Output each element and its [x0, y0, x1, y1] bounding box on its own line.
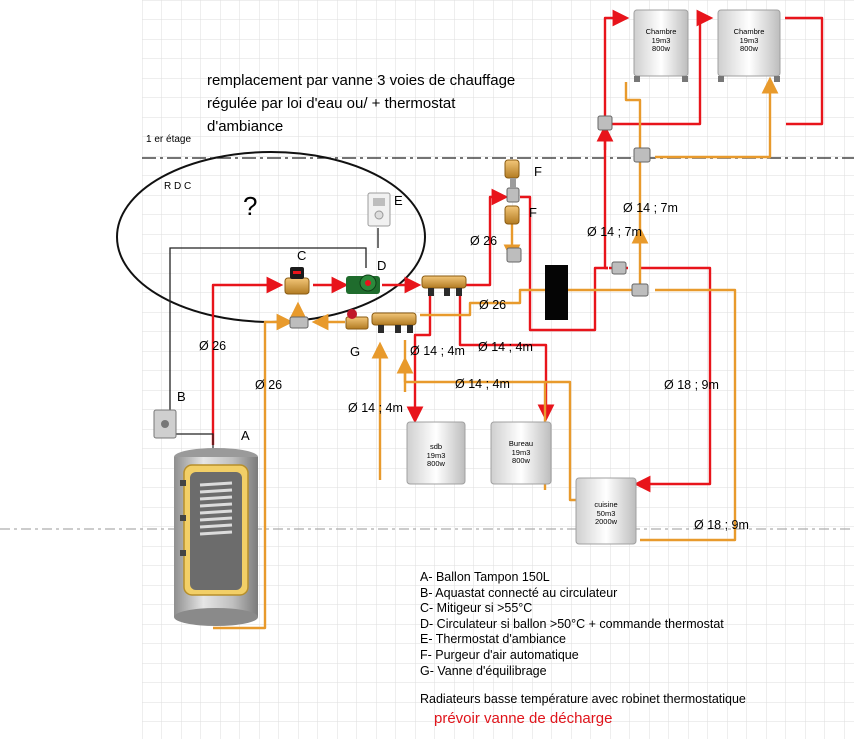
- radiator-volume: 50m3: [596, 508, 616, 518]
- label-B: B: [177, 389, 186, 404]
- return-valve: [289, 316, 309, 329]
- pipe-return-chambre1: [624, 82, 642, 150]
- radiator-room: sdb: [429, 442, 443, 451]
- radiator-room: Bureau: [508, 439, 534, 448]
- radiator-label-chambre-1: Chambre 19m3 800w: [641, 27, 681, 54]
- footer-note: Radiateurs basse température avec robine…: [420, 692, 746, 706]
- tank-coil: [199, 481, 233, 536]
- radiator-volume: 19m3: [651, 35, 671, 45]
- circulator-pump: [346, 274, 380, 294]
- radiator-power: 2000w: [594, 517, 618, 526]
- balancing-valve: [345, 309, 369, 330]
- legend: A- Ballon Tampon 150L B- Aquastat connec…: [420, 570, 724, 679]
- dim-d14-7m-a: Ø 14 ; 7m: [623, 201, 678, 215]
- dim-d18-9m-a: Ø 18 ; 9m: [664, 378, 719, 392]
- pipe-to-chambre2: [610, 9, 714, 126]
- radiator-bureau: [490, 421, 552, 485]
- mixing-valve: [284, 267, 310, 295]
- pipe-return-main: [420, 288, 641, 317]
- radiator-room: Chambre: [733, 27, 765, 36]
- riser-valves: [597, 115, 651, 297]
- title-line-1: remplacement par vanne 3 voies de chauff…: [207, 72, 516, 89]
- pipe-return-chambre2: [655, 76, 779, 159]
- radiator-chambre-2: [717, 9, 781, 82]
- label-F1: F: [534, 164, 542, 179]
- label-D: D: [377, 258, 387, 273]
- label-G: G: [350, 344, 361, 359]
- pipe-to-sdb: [406, 290, 432, 424]
- radiator-power: 800w: [512, 456, 530, 465]
- legend-item: D- Circulateur si ballon >50°C + command…: [420, 616, 724, 631]
- label-C: C: [297, 248, 307, 263]
- label-A: A: [241, 428, 250, 443]
- dim-d26-top: Ø 26: [470, 234, 498, 248]
- radiator-label-cuisine: cuisine 50m3 2000w: [586, 500, 626, 527]
- floor-label-upper: 1 er étage: [146, 134, 192, 145]
- aquastat-wire: [169, 247, 367, 410]
- dim-d18-9m-b: Ø 18 ; 9m: [694, 518, 749, 532]
- pipe-collector-to-top: [465, 188, 509, 287]
- legend-item: C- Mitigeur si >55°C: [420, 601, 533, 616]
- radiator-label-bureau: Bureau 19m3 800w: [501, 439, 541, 466]
- pipe-to-cuisine: [633, 266, 712, 493]
- radiator-volume: 19m3: [739, 35, 759, 45]
- pipe-top-loop: [520, 195, 608, 332]
- legend-item: A- Ballon Tampon 150L: [420, 570, 550, 584]
- pipe-to-chambre1: [603, 9, 630, 118]
- radiator-cuisine: [575, 477, 637, 545]
- radiator-power: 800w: [652, 44, 670, 53]
- title-line-2: régulée par loi d'eau ou/ + thermostat: [207, 95, 456, 112]
- radiator-power: 800w: [740, 44, 758, 53]
- supply-pipes: [211, 9, 824, 493]
- radiator-power: 800w: [427, 459, 445, 468]
- label-E: E: [394, 193, 403, 208]
- dim-d14-4m-d: Ø 14 ; 4m: [348, 401, 403, 415]
- radiator-volume: 19m3: [426, 450, 446, 460]
- radiator-chambre-1: [633, 9, 689, 82]
- legend-item: B- Aquastat connecté au circulateur: [420, 585, 618, 600]
- room-thermostat: [367, 192, 391, 227]
- pipe-tank-to-mixer: [211, 276, 284, 445]
- radiator-label-chambre-2: Chambre 19m3 800w: [729, 27, 769, 54]
- air-bleeder-top: [504, 159, 520, 203]
- heater-block: [545, 265, 568, 320]
- radiator-volume: 19m3: [511, 447, 531, 457]
- legend-item: F- Purgeur d'air automatique: [420, 647, 579, 662]
- radiator-sdb: [406, 421, 466, 485]
- supply-collector: [421, 275, 467, 296]
- question-mark: ?: [243, 191, 258, 221]
- radiator-room: Chambre: [645, 27, 677, 36]
- floor-label-ground: R D C: [164, 181, 192, 192]
- dim-d14-4m-b: Ø 14 ; 4m: [478, 340, 533, 354]
- dim-d14-4m-a: Ø 14 ; 4m: [410, 344, 465, 358]
- title-line-3: d'ambiance: [207, 118, 284, 135]
- air-bleeder-bottom: [504, 205, 522, 263]
- dim-d26-left: Ø 26: [199, 339, 227, 353]
- dim-d26-lower-left: Ø 26: [255, 378, 283, 392]
- radiator-room: cuisine: [594, 500, 618, 509]
- radiator-label-sdb: sdb 19m3 800w: [416, 442, 456, 469]
- pipe-chambre2-return-top: [785, 16, 824, 126]
- label-F2: F: [529, 205, 537, 220]
- legend-item: E- Thermostat d'ambiance: [420, 632, 566, 647]
- dim-d14-4m-c: Ø 14 ; 4m: [455, 377, 510, 391]
- legend-item: G- Vanne d'équilibrage: [420, 663, 547, 678]
- return-pipes: [213, 76, 779, 630]
- aquastat-device: [153, 409, 177, 439]
- pipe-return-cuisine: [640, 288, 737, 542]
- return-collector: [371, 312, 417, 333]
- dim-d14-7m-b: Ø 14 ; 7m: [587, 225, 642, 239]
- buffer-tank: [174, 448, 258, 626]
- dim-d26-center: Ø 26: [479, 298, 507, 312]
- warning-note: prévoir vanne de décharge: [434, 710, 613, 727]
- pipe-return-to-tank: [213, 313, 294, 630]
